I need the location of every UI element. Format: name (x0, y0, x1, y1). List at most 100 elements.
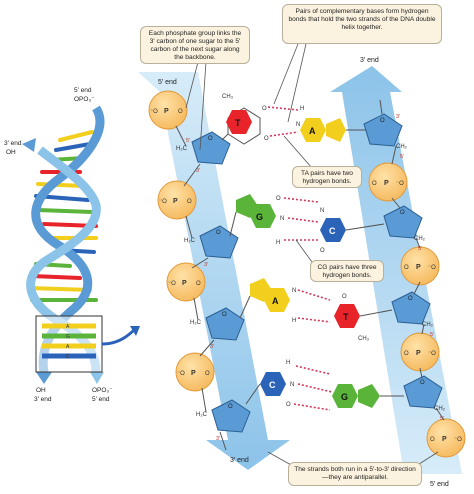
left-sugar-1: H₂C O 5′ 3′ (176, 131, 231, 174)
left-sugar-4: H₂C O 3′ (196, 399, 251, 442)
phosphate-p: P (173, 198, 178, 205)
cg-pairs-callout: CG pairs have three hydrogen bonds. (310, 260, 384, 282)
sugar-o-label: O (400, 210, 405, 216)
base-pair-3: A N H T O CH₃ (239, 278, 393, 342)
glycosidic-bond (239, 295, 251, 319)
phosphate-o-minus: ⁻O (150, 109, 158, 115)
sugar-ch2-label: H₂C (184, 238, 196, 244)
left-sugar-2: H₂C O 3′ (184, 225, 239, 268)
hydrogen-bond (283, 197, 319, 203)
sugar-3prime: 3′ (210, 344, 214, 350)
left-phosphate-4: P ⁻O O (175, 352, 215, 392)
glycosidic-bond (359, 309, 393, 317)
base-T-1 (226, 110, 252, 134)
right-strand-5end-label: 5′ end (430, 481, 449, 488)
phosphate-o-minus: ⁻O (454, 437, 462, 443)
sugar-ch2-label: CH₂ (414, 236, 426, 242)
helix-detail-letter-a: A (66, 324, 70, 330)
left-sugar-3: H₂C O 3′ (190, 307, 245, 350)
atom-o: O (286, 402, 291, 408)
base-pair-4: C H N O G (245, 360, 404, 411)
sugar-o-label: O (222, 312, 227, 318)
phosphate-o-minus: ⁻O (396, 181, 404, 187)
left-strand-arrow (138, 72, 290, 470)
hydrogen-bond (297, 317, 331, 323)
base-A-1-ring2 (326, 118, 346, 142)
helix-3end-top-label: 3′ end (4, 140, 22, 147)
sugar-5prime: 5′ (440, 416, 444, 422)
phosphate-o: O (372, 181, 377, 187)
phosphate-o-minus: ⁻O (168, 281, 176, 287)
sugar-3prime: 3′ (216, 436, 220, 442)
phosphate-p: P (384, 180, 389, 187)
base-C-2 (320, 218, 346, 242)
base-pair-2: G O N H C N O (229, 194, 385, 254)
sugar-o-label: O (380, 118, 385, 124)
phosphate-o: O (187, 199, 192, 205)
phosphate-o: O (178, 109, 183, 115)
antiparallel-callout: The strands both run in a 5′-to-3′ direc… (288, 462, 422, 486)
helix-oh-top-label: OH (6, 149, 16, 156)
left-strand-3end-label: 3′ end (230, 457, 249, 464)
right-phosphate-3: P O ⁻O (400, 332, 440, 372)
phosphate-callout: Each phosphate group links the 3′ carbon… (140, 26, 250, 64)
atom-h: H (300, 106, 304, 112)
left-backbone-bonds (175, 125, 227, 451)
left-phosphate-1: P ⁻O O (148, 90, 188, 130)
right-strand-3end-label: 3′ end (360, 57, 379, 64)
helix-detail-rungs (42, 323, 96, 359)
sugar-ch2-label: H₂C (190, 320, 202, 326)
hydrogen-bond (297, 383, 333, 393)
sugar-ch2-label: H₂C (196, 412, 208, 418)
right-sugar-1: O CH₂ 3′ 5′ (363, 113, 408, 160)
atom-o: O (342, 294, 347, 300)
atom-n: N (292, 288, 296, 294)
zoom-link-arrowhead (130, 326, 140, 336)
phosphate-p: P (182, 280, 187, 287)
right-sugar-4: O CH₂ 5′ (403, 375, 446, 422)
base-C-4 (260, 372, 286, 396)
right-strand-arrow (330, 66, 462, 474)
right-sugar-3: O CH₂ 5′ (391, 291, 434, 338)
atom-h: H (286, 360, 290, 366)
base-letter: G (341, 392, 348, 402)
phosphate-o-minus: ⁻O (428, 265, 436, 271)
base-pairs-callout: Pairs of complementary bases form hydrog… (282, 4, 442, 44)
phosphate-o: O (196, 281, 201, 287)
hydrogen-bond (293, 403, 331, 411)
sugar-ch2-label: H₂C (176, 146, 188, 152)
atom-h: H (276, 240, 280, 246)
helix-arrow-bottom (36, 372, 52, 384)
sugar-5prime: 5′ (430, 332, 434, 338)
sugar-3prime: 3′ (204, 262, 208, 268)
base-T-3 (334, 304, 360, 328)
atom-n: N (296, 122, 300, 128)
helix-opo3-bottom-label: OPO₃⁻ (92, 387, 113, 394)
atom-n: N (320, 208, 324, 214)
sugar-o-label: O (228, 404, 233, 410)
helix-opo3-top-label: OPO₃⁻ (74, 96, 95, 103)
phosphate-o-minus: ⁻O (428, 351, 436, 357)
base-G-2 (250, 204, 276, 228)
phosphate-o: O (404, 351, 409, 357)
sugar-ch2-label: CH₂ (422, 322, 434, 328)
base-letter: C (329, 226, 336, 236)
phosphate-p: P (164, 108, 169, 115)
right-phosphate-4: P O ⁻O (426, 418, 466, 458)
right-backbone-bonds (379, 99, 445, 421)
phosphate-o-minus: ⁻O (177, 371, 185, 377)
helix-arrow-bottom-right (90, 372, 104, 384)
methyl-label: CH₃ (358, 336, 370, 342)
right-phosphate-1: P O ⁻O (368, 162, 408, 202)
left-phosphate-2: P ⁻O O (157, 180, 197, 220)
sugar-5prime: 5′ (186, 138, 190, 144)
helix-5end-top-label: 5′ end (74, 87, 92, 94)
phosphate-o-minus: ⁻O (159, 199, 167, 205)
base-letter: T (235, 118, 241, 128)
atom-h: H (292, 318, 296, 324)
phosphate-p: P (442, 436, 447, 443)
sugar-o-label: O (208, 136, 213, 142)
atom-o: O (276, 196, 281, 202)
hydrogen-bond (287, 217, 319, 223)
double-helix-overview: A G A C 5′ end OPO₃⁻ 3′ end OH OH 3′ end… (4, 87, 140, 403)
